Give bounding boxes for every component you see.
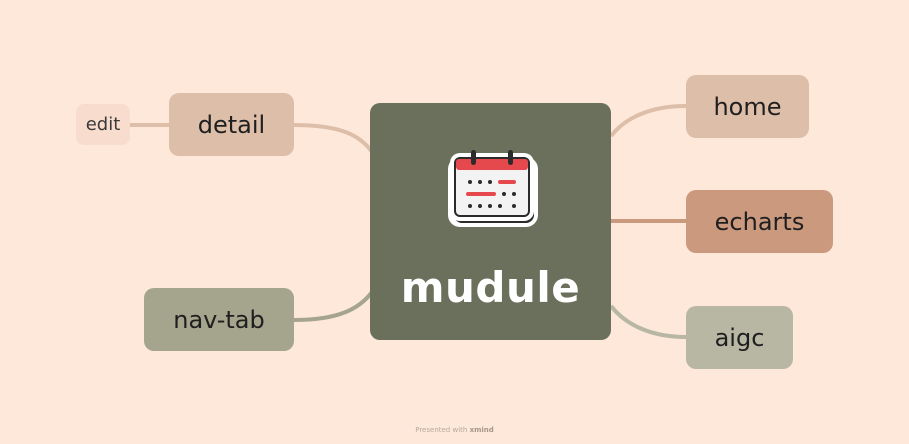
connector-central-home [609, 104, 687, 138]
topic-detail[interactable]: detail [169, 93, 294, 156]
topic-aigc[interactable]: aigc [686, 306, 793, 369]
topic-nav-tab[interactable]: nav-tab [144, 288, 294, 351]
central-topic[interactable]: mudule [370, 103, 611, 340]
connector-central-detail [293, 123, 374, 154]
calendar-icon [448, 150, 538, 227]
central-topic-label: mudule [400, 263, 581, 312]
footer-prefix: Presented with [415, 426, 468, 434]
connector-central-navtab [293, 290, 374, 322]
topic-echarts[interactable]: echarts [686, 190, 833, 253]
footer-brand: xmind [469, 426, 494, 434]
topic-home[interactable]: home [686, 75, 809, 138]
subtopic-edit[interactable]: edit [76, 104, 130, 145]
connector-central-aigc [609, 304, 687, 339]
footer-watermark: Presented with xmind [0, 426, 909, 434]
